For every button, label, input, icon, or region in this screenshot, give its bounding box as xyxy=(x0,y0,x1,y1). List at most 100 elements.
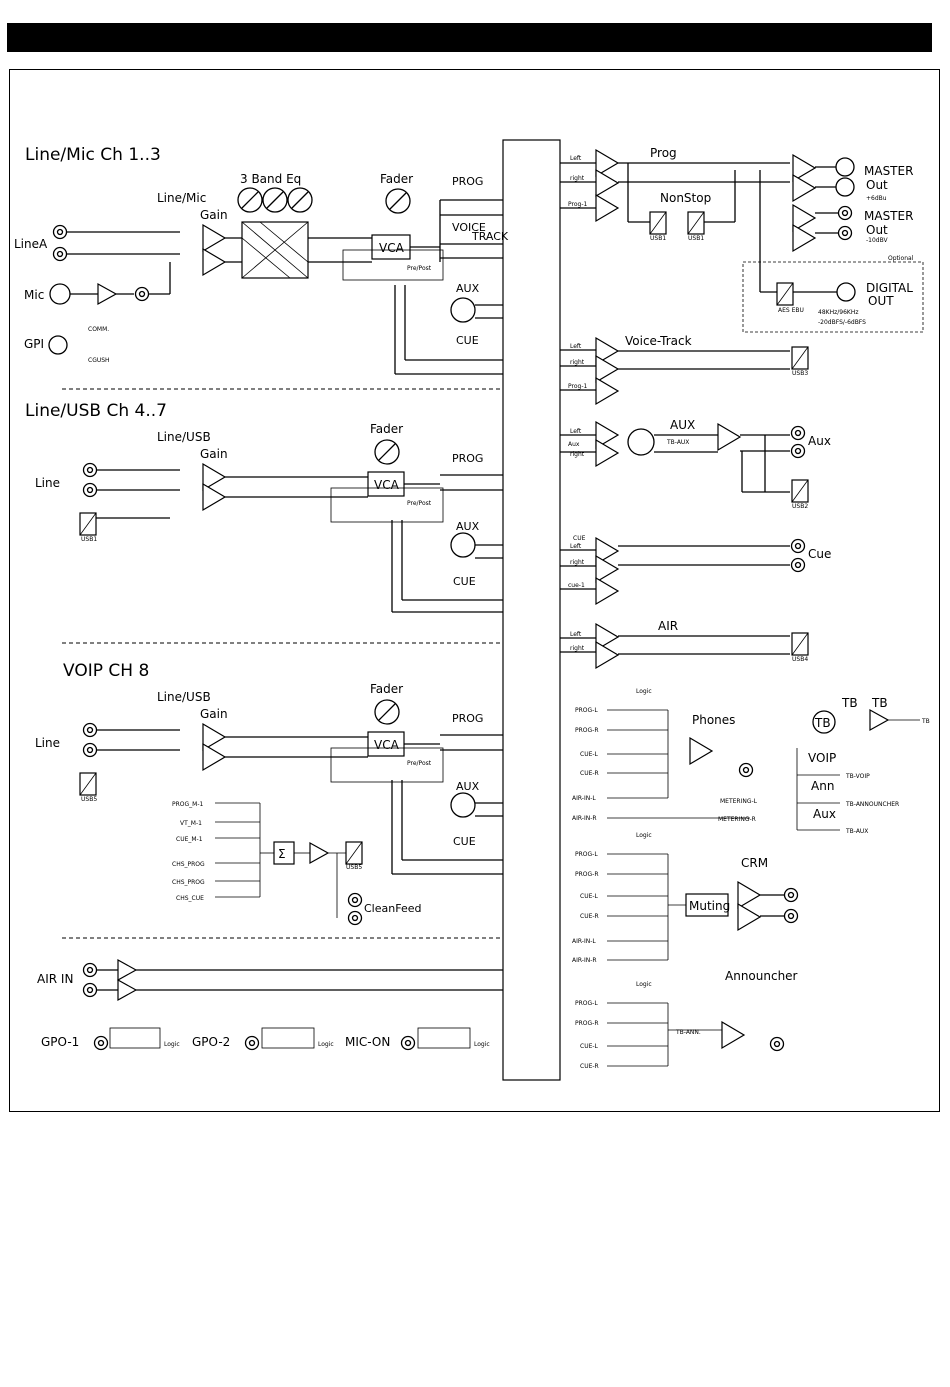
aux-amp-icon xyxy=(595,439,619,467)
jack-icon xyxy=(82,982,98,998)
svg-text:VOICE: VOICE xyxy=(452,221,486,234)
header-bar xyxy=(7,23,932,52)
svg-text:AUX: AUX xyxy=(670,418,695,432)
svg-text:CUE: CUE xyxy=(453,835,476,848)
line-mic-label: Line/Mic xyxy=(157,191,206,205)
usb-converter-icon xyxy=(79,512,97,536)
svg-text:TB: TB xyxy=(841,696,858,710)
section-title-line-usb: Line/USB Ch 4..7 xyxy=(25,401,167,421)
svg-text:+6dBu: +6dBu xyxy=(866,195,887,202)
aes-converter-icon xyxy=(776,282,794,306)
fader-knob-icon xyxy=(374,699,400,725)
svg-text:PROG_M-1: PROG_M-1 xyxy=(172,801,204,808)
diagram-frame xyxy=(9,69,940,1112)
svg-text:Prog-1: Prog-1 xyxy=(568,201,587,208)
svg-text:Line/USB: Line/USB xyxy=(157,690,211,704)
jack-icon xyxy=(134,286,150,302)
jack-icon xyxy=(790,557,806,573)
svg-text:Pre/Post: Pre/Post xyxy=(407,760,432,767)
svg-text:Logic: Logic xyxy=(636,832,652,839)
svg-text:USB4: USB4 xyxy=(792,656,808,663)
announcer-amp-icon xyxy=(721,1021,745,1049)
announcer-jack-icon xyxy=(769,1036,785,1052)
svg-text:TB-AUX: TB-AUX xyxy=(845,828,868,835)
gpo-jack-icon xyxy=(244,1035,260,1051)
cue-amp-icon xyxy=(595,555,619,583)
svg-text:Gain: Gain xyxy=(200,707,228,721)
svg-text:COMM.: COMM. xyxy=(88,326,109,333)
svg-text:CUE-R: CUE-R xyxy=(580,770,599,777)
svg-text:CleanFeed: CleanFeed xyxy=(364,902,421,915)
svg-text:Left: Left xyxy=(570,543,582,550)
svg-text:48KHz/96KHz: 48KHz/96KHz xyxy=(818,309,858,316)
gpo-jack-icon xyxy=(93,1035,109,1051)
gpo-jack-icon xyxy=(400,1035,416,1051)
svg-text:AIR-IN-L: AIR-IN-L xyxy=(572,795,596,802)
xlr-icon xyxy=(835,157,855,177)
xlr-icon xyxy=(835,177,855,197)
svg-text:AUX: AUX xyxy=(456,282,480,295)
air-in-amp-icon xyxy=(117,979,137,1001)
svg-text:right: right xyxy=(570,645,585,652)
svg-text:CUE: CUE xyxy=(573,535,586,542)
phones-jack-icon xyxy=(738,762,754,778)
svg-text:Logic: Logic xyxy=(636,688,652,695)
jack-icon xyxy=(783,887,799,903)
svg-text:Pre/Post: Pre/Post xyxy=(407,500,432,507)
svg-text:Prog-1: Prog-1 xyxy=(568,383,587,390)
mic-preamp-icon xyxy=(97,283,117,305)
clean-feed-amp-icon xyxy=(309,842,329,864)
svg-text:USB5: USB5 xyxy=(346,864,362,871)
mix-bus xyxy=(502,139,561,1081)
aux-pot-icon xyxy=(450,792,476,818)
vca-block xyxy=(367,471,405,497)
crm-amp-icon xyxy=(737,881,761,909)
svg-text:TB: TB xyxy=(814,716,831,730)
mic-label: Mic xyxy=(24,288,44,302)
svg-text:MASTER: MASTER xyxy=(864,164,913,178)
usb-converter-icon xyxy=(791,346,809,370)
svg-text:AIR-IN-R: AIR-IN-R xyxy=(572,815,597,822)
svg-text:VT_M-1: VT_M-1 xyxy=(180,820,202,827)
svg-text:CGUSH: CGUSH xyxy=(88,357,110,364)
svg-text:CUE: CUE xyxy=(456,334,479,347)
svg-text:VOIP: VOIP xyxy=(808,751,836,765)
svg-text:Logic: Logic xyxy=(164,1041,180,1048)
fader-knob-icon xyxy=(374,439,400,465)
svg-text:right: right xyxy=(570,559,585,566)
svg-text:TB-ANNOUNCHER: TB-ANNOUNCHER xyxy=(845,801,899,808)
svg-text:CHS_PROG: CHS_PROG xyxy=(172,861,205,868)
vt-amp-icon xyxy=(595,355,619,383)
svg-text:Σ: Σ xyxy=(278,847,286,861)
svg-text:USB1: USB1 xyxy=(688,235,704,242)
air-in-amp-icon xyxy=(117,959,137,981)
jack-icon xyxy=(790,443,806,459)
svg-text:PROG-L: PROG-L xyxy=(575,1000,598,1007)
jack-icon xyxy=(347,892,363,908)
fader-knob-icon xyxy=(385,188,411,214)
svg-text:Muting: Muting xyxy=(689,899,730,913)
svg-text:CRM: CRM xyxy=(741,856,768,870)
muting-block xyxy=(685,893,729,917)
jack-icon xyxy=(82,722,98,738)
svg-text:METERING-R: METERING-R xyxy=(718,816,756,823)
svg-text:CHS_PROG: CHS_PROG xyxy=(172,879,205,886)
svg-text:Line/USB: Line/USB xyxy=(157,430,211,444)
usb-converter-icon xyxy=(791,479,809,503)
usb-converter-icon xyxy=(649,211,667,235)
gain-amp-icon xyxy=(202,743,226,771)
eq-knob-icon xyxy=(287,187,313,213)
jack-icon xyxy=(837,205,853,221)
svg-text:NonStop: NonStop xyxy=(660,191,711,205)
svg-text:-20dBFS/-6dBFS: -20dBFS/-6dBFS xyxy=(818,319,866,326)
jack-icon xyxy=(783,908,799,924)
aux-pot-icon xyxy=(450,532,476,558)
svg-text:DIGITAL: DIGITAL xyxy=(866,281,913,295)
jack-icon xyxy=(837,225,853,241)
aux-pot-icon xyxy=(450,297,476,323)
svg-text:TB-ANN.: TB-ANN. xyxy=(675,1029,701,1036)
gpi-jack-icon xyxy=(48,335,68,355)
svg-text:CUE-R: CUE-R xyxy=(580,913,599,920)
svg-text:PROG-L: PROG-L xyxy=(575,851,598,858)
svg-text:CUE_M-1: CUE_M-1 xyxy=(176,836,203,843)
